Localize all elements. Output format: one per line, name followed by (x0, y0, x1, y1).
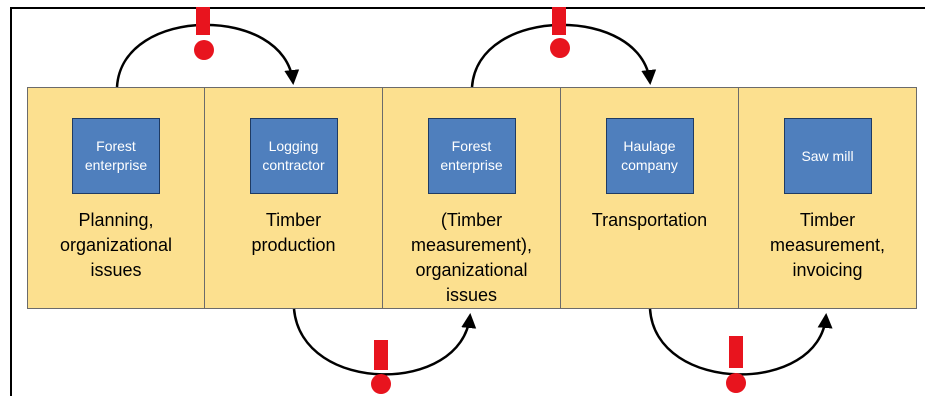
org-box-saw-mill: Saw mill (783, 118, 872, 194)
stage-measurement: Forest enterprise (Timber measurement), … (382, 87, 561, 309)
org-box-haulage-company: Haulage company (605, 118, 694, 194)
exclamation-icon (550, 7, 570, 58)
exclamation-icon (194, 7, 214, 60)
task-label-sawmill: Timber measurement, invoicing (769, 210, 886, 280)
frame-top-border (10, 7, 925, 9)
task-label-timber-production: Timber production (251, 210, 336, 255)
frame-left-border (10, 7, 12, 396)
task-label-planning: Planning, organizational issues (59, 210, 173, 280)
stage-sawmill: Saw mill Timber measurement, invoicing (738, 87, 917, 309)
stage-planning: Forest enterprise Planning, organization… (27, 87, 205, 309)
task-label-transportation: Transportation (591, 210, 708, 230)
task-label-measurement: (Timber measurement), organizational iss… (410, 210, 533, 305)
org-box-forest-enterprise-2: Forest enterprise (427, 118, 516, 194)
org-box-forest-enterprise: Forest enterprise (72, 118, 160, 194)
exclamation-icon (726, 336, 746, 393)
stage-timber-production: Logging contractor Timber production (204, 87, 383, 309)
stage-transportation: Haulage company Transportation (560, 87, 739, 309)
exclamation-icon (371, 340, 391, 394)
stage-bottom-gap (47, 309, 165, 313)
org-box-logging-contractor: Logging contractor (249, 118, 338, 194)
